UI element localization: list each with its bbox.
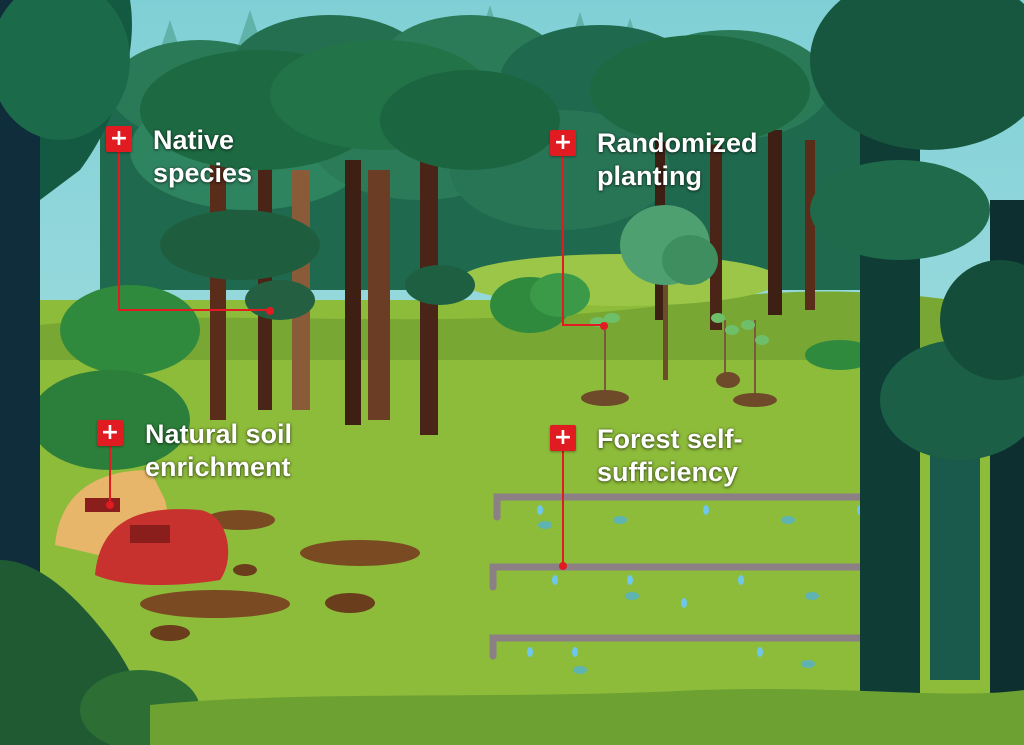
- tree-canopies: [140, 35, 810, 320]
- saplings: [604, 320, 756, 395]
- young-tree: [620, 205, 718, 380]
- irrigation-pipes: [489, 493, 874, 660]
- foreground-grass: [150, 688, 1024, 745]
- callout-natural-soil-enrichment-line1: Natural soil: [145, 419, 293, 449]
- plus-icon: +: [553, 425, 573, 450]
- callout-randomized-planting: Randomized planting: [597, 127, 827, 193]
- callout-randomized-planting-line1: Randomized: [597, 128, 758, 158]
- connector-dots: [106, 307, 608, 570]
- hotspot-forest-self-sufficiency-button[interactable]: +: [550, 425, 576, 451]
- plus-icon: +: [553, 130, 573, 155]
- foreground-right-trees: [810, 0, 1024, 745]
- callout-randomized-planting-line2: planting: [597, 161, 702, 191]
- plus-icon: +: [100, 420, 120, 445]
- callout-forest-self-sufficiency-line1: Forest self-: [597, 424, 743, 454]
- hotspot-native-species-button[interactable]: +: [106, 126, 132, 152]
- callout-natural-soil-enrichment: Natural soil enrichment: [145, 418, 345, 484]
- callout-native-species-line1: Native: [153, 125, 235, 155]
- callout-native-species-line2: species: [153, 158, 253, 188]
- hotspot-natural-soil-enrichment-button[interactable]: +: [97, 420, 123, 446]
- soil-holes: [140, 510, 420, 641]
- seedlings: [538, 516, 819, 674]
- bushes: [30, 273, 875, 470]
- compost-sacks: [55, 470, 229, 585]
- callout-forest-self-sufficiency: Forest self- sufficiency: [597, 423, 827, 489]
- connector-lines: [109, 152, 604, 565]
- hotspot-randomized-planting-button[interactable]: +: [550, 130, 576, 156]
- soil-mounds: [581, 372, 777, 407]
- callout-forest-self-sufficiency-line2: sufficiency: [597, 457, 739, 487]
- callout-native-species: Native species: [153, 124, 383, 190]
- plus-icon: +: [109, 126, 129, 151]
- callout-natural-soil-enrichment-line2: enrichment: [145, 452, 291, 482]
